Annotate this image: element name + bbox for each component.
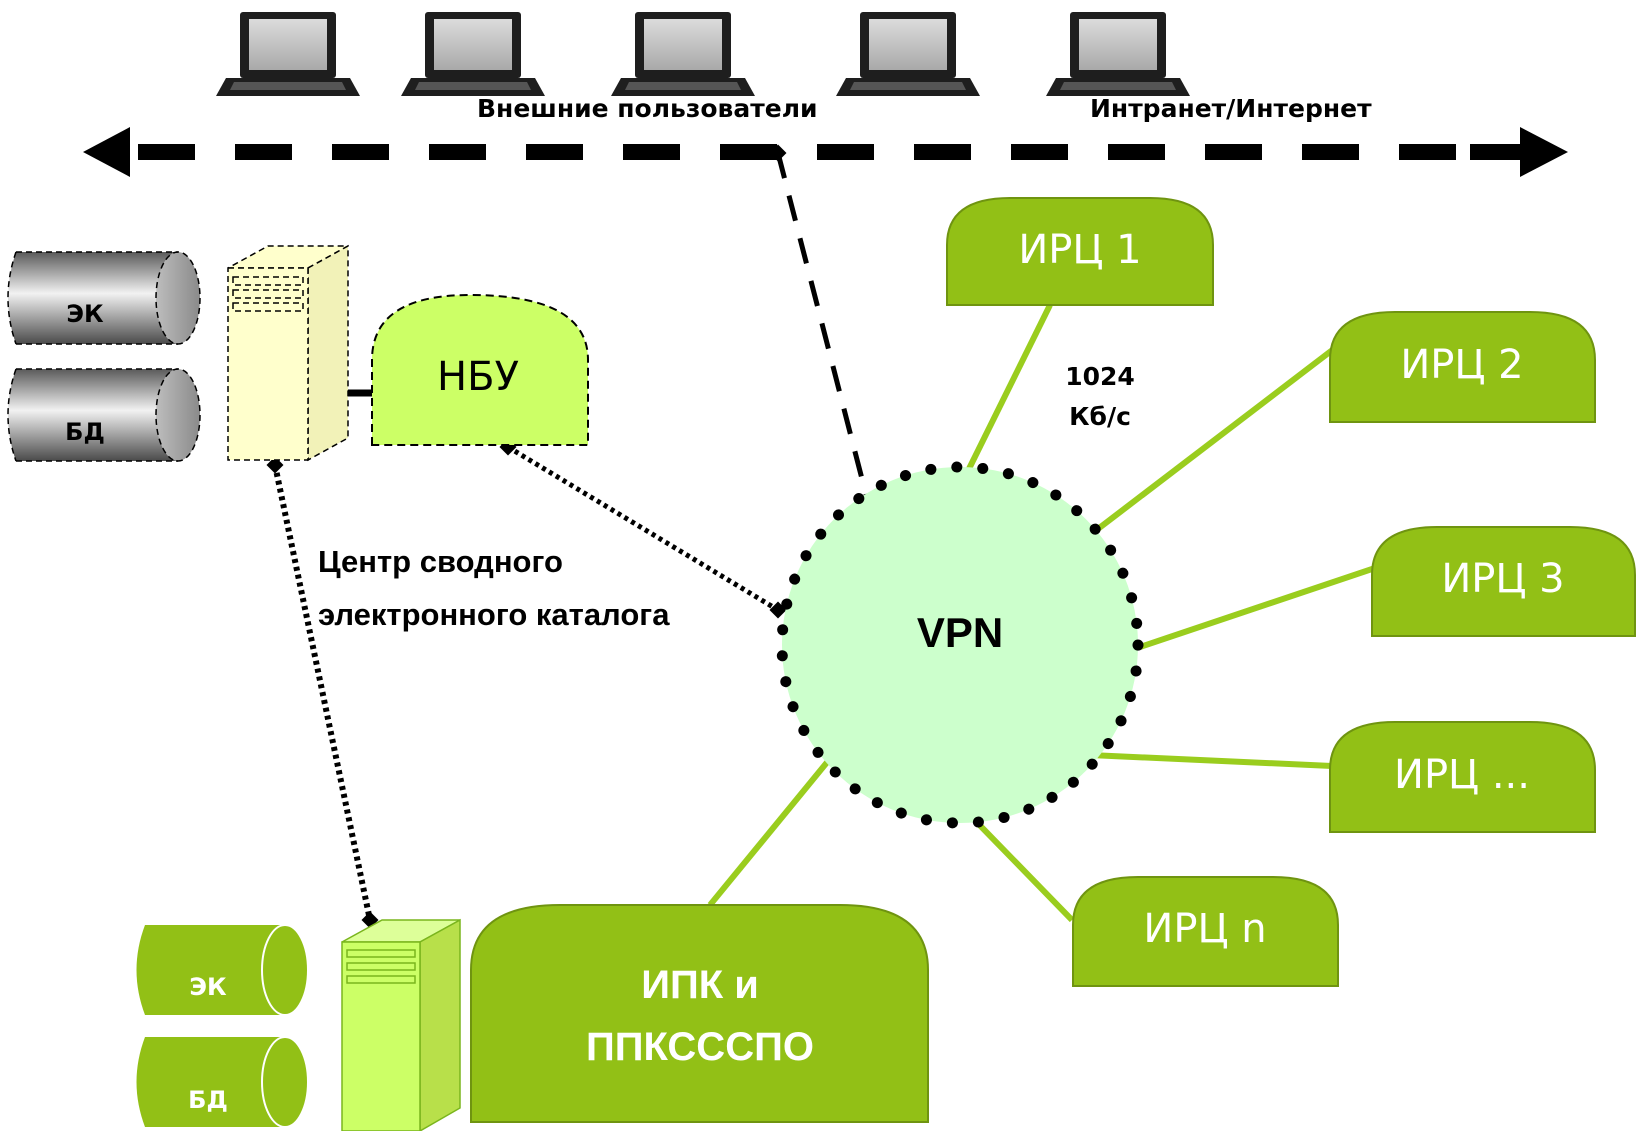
irc-node-2: ИРЦ 2 bbox=[1329, 311, 1596, 423]
vpn-links bbox=[707, 303, 1379, 923]
db-label-bd: БД bbox=[65, 418, 105, 446]
vpn-label: VPN bbox=[917, 609, 1003, 656]
irc-label: ИРЦ 3 bbox=[1441, 556, 1564, 602]
link-irc-etc bbox=[1089, 752, 1333, 769]
irc-node-etc: ИРЦ ... bbox=[1329, 721, 1596, 833]
dotted-link-nbu-vpn bbox=[506, 444, 780, 613]
link-ipk bbox=[707, 753, 836, 907]
database-cylinder-icon: БД bbox=[7, 368, 201, 462]
bandwidth-unit: Кб/с bbox=[1069, 402, 1131, 431]
ipk-node: ИПК и ППКСССПО bbox=[470, 904, 929, 1123]
irc-label: ИРЦ 2 bbox=[1400, 342, 1523, 388]
database-cylinder-icon: ЭК bbox=[7, 251, 201, 345]
link-irc-2 bbox=[1088, 345, 1337, 538]
external-users-label: Внешние пользователи bbox=[477, 94, 818, 123]
dashed-link-internet-vpn bbox=[775, 152, 873, 511]
server-icon bbox=[341, 918, 461, 1131]
irc-label: ИРЦ 1 bbox=[1018, 227, 1141, 273]
nbu-label: НБУ bbox=[437, 354, 519, 400]
ipk-label-line2: ППКСССПО bbox=[586, 1025, 814, 1069]
irc-node-1: ИРЦ 1 bbox=[946, 197, 1214, 306]
bandwidth-value: 1024 bbox=[1065, 362, 1135, 391]
link-irc-3 bbox=[1139, 564, 1379, 650]
ipk-label-line1: ИПК и bbox=[641, 963, 759, 1007]
vpn-node: VPN bbox=[776, 461, 1144, 829]
laptop-icon bbox=[836, 12, 980, 96]
db-label-bd: БД bbox=[188, 1086, 228, 1114]
intranet-label: Интранет/Интернет bbox=[1090, 94, 1372, 123]
irc-node-3: ИРЦ 3 bbox=[1371, 526, 1636, 637]
nbu-node: НБУ bbox=[371, 293, 589, 446]
database-cylinder-icon: ЭК bbox=[136, 924, 309, 1016]
link-irc-1 bbox=[957, 303, 1053, 489]
database-cylinder-icon: БД bbox=[136, 1036, 309, 1128]
laptop-icon bbox=[401, 12, 545, 96]
db-label-ek: ЭК bbox=[189, 973, 227, 1001]
double-arrow-icon bbox=[83, 127, 1568, 177]
dotted-link-center-ipk bbox=[272, 464, 373, 921]
laptop-icon bbox=[611, 12, 755, 96]
center-label-line2: электронного каталога bbox=[318, 597, 670, 632]
laptop-icon bbox=[1046, 12, 1190, 96]
center-label-line1: Центр сводного bbox=[318, 544, 563, 579]
irc-label: ИРЦ n bbox=[1143, 906, 1266, 952]
irc-node-n: ИРЦ n bbox=[1072, 876, 1339, 987]
db-label-ek: ЭК bbox=[66, 300, 104, 328]
server-icon bbox=[227, 244, 349, 462]
irc-label: ИРЦ ... bbox=[1394, 752, 1530, 798]
laptop-icon bbox=[216, 12, 360, 96]
